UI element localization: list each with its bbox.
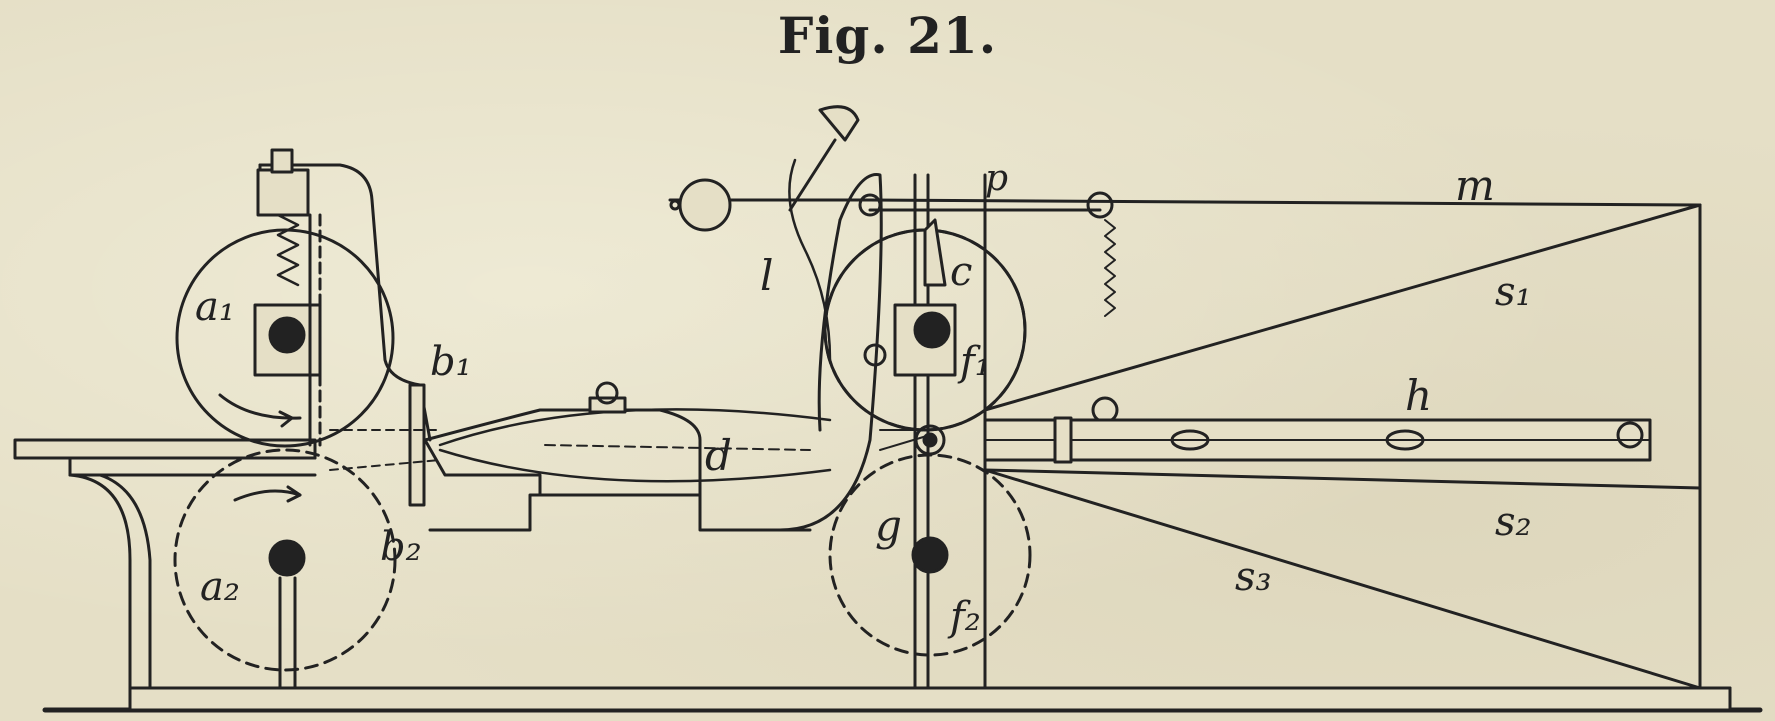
tension-wires [983, 203, 1702, 690]
part-labels: a₁ a₂ b₁ b₂ d l c f₁ f₂ g h m p s₁ s₂ s₃ [195, 158, 1532, 640]
label-f2: f₂ [947, 594, 981, 640]
label-b2: b₂ [380, 524, 422, 570]
roller-a1 [175, 228, 395, 448]
label-g: g [875, 501, 902, 550]
label-s3: s₃ [1235, 554, 1272, 600]
roller-a2 [173, 448, 397, 690]
roller-bracket [256, 148, 432, 447]
label-f1: f₁ [957, 339, 991, 385]
disc-b [329, 383, 441, 507]
label-l: l [760, 251, 773, 300]
label-s2: s₂ [1495, 499, 1532, 545]
figure-title: Fig. 21. [777, 6, 998, 65]
label-m: m [1455, 161, 1495, 210]
feed-table [13, 438, 317, 690]
label-a1: a₁ [195, 284, 235, 330]
rod-h [983, 416, 1652, 464]
handle-lever [668, 105, 882, 362]
label-h: h [1405, 371, 1432, 420]
carriage-d [423, 381, 832, 532]
label-p: p [985, 158, 1008, 199]
label-b1: b₁ [430, 339, 472, 385]
upright-frame [778, 173, 1032, 690]
label-a2: a₂ [200, 564, 240, 610]
label-s1: s₁ [1495, 269, 1532, 315]
label-d: d [705, 431, 732, 480]
base-plate [42, 686, 1763, 713]
label-c: c [950, 249, 972, 295]
rod-m [868, 191, 1702, 424]
